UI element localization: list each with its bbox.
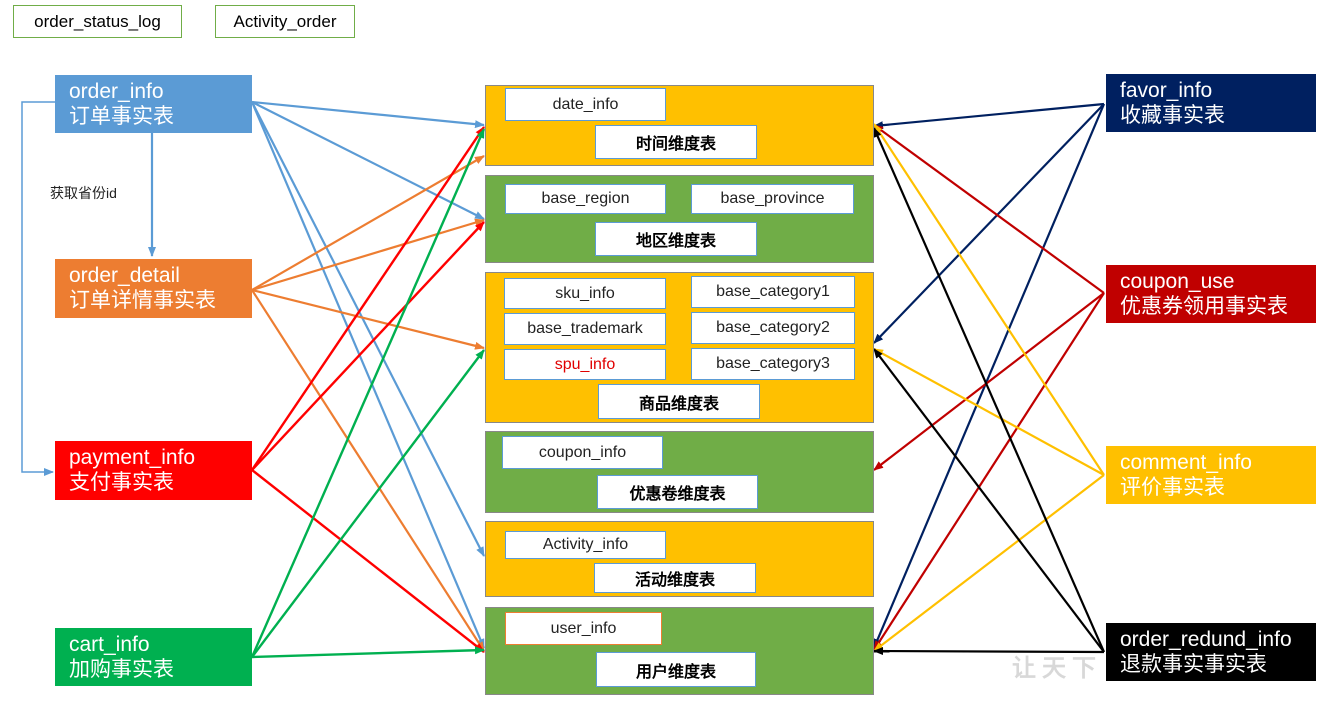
activity-info-table: Activity_info — [505, 531, 666, 559]
coupon-use-fact-table: coupon_use 优惠券领用事实表 — [1106, 265, 1316, 323]
cart-info-name: cart_info — [69, 633, 150, 656]
sku-info-table: sku_info — [504, 278, 666, 309]
favor-info-cn: 收藏事实表 — [1120, 104, 1225, 127]
order-detail-connectors — [251, 155, 485, 652]
coupon-dimension-title: 优惠卷维度表 — [597, 475, 758, 509]
base-category2-table: base_category2 — [691, 312, 855, 344]
base-region-table: base_region — [505, 184, 666, 214]
order-redund-info-fact-table: order_redund_info 退款事实事实表 — [1106, 623, 1316, 681]
order-redund-info-cn: 退款事实事实表 — [1120, 653, 1267, 676]
order-detail-name: order_detail — [69, 264, 180, 287]
order-status-log-box: order_status_log — [13, 5, 182, 38]
comment-info-cn: 评价事实表 — [1120, 476, 1225, 499]
order-redund-info-name: order_redund_info — [1120, 628, 1292, 651]
favor-info-fact-table: favor_info 收藏事实表 — [1106, 74, 1316, 132]
date-info-table: date_info — [505, 88, 666, 121]
comment-info-fact-table: comment_info 评价事实表 — [1106, 446, 1316, 504]
region-dimension-title: 地区维度表 — [595, 222, 757, 256]
order-detail-fact-table: order_detail 订单详情事实表 — [55, 259, 252, 318]
coupon-use-name: coupon_use — [1120, 270, 1235, 293]
favor-info-connectors — [872, 102, 1106, 649]
order-info-cn: 订单事实表 — [69, 105, 174, 128]
coupon-info-table: coupon_info — [502, 436, 663, 469]
time-dimension-title: 时间维度表 — [595, 125, 757, 159]
payment-info-fact-table: payment_info 支付事实表 — [55, 441, 252, 500]
order-info-name: order_info — [69, 80, 164, 103]
base-province-table: base_province — [691, 184, 854, 214]
comment-info-name: comment_info — [1120, 451, 1252, 474]
cart-info-cn: 加购事实表 — [69, 658, 174, 681]
activity-order-box: Activity_order — [215, 5, 355, 38]
base-category3-table: base_category3 — [691, 348, 855, 380]
order-info-connectors — [21, 100, 486, 649]
order-info-fact-table: order_info 订单事实表 — [55, 75, 252, 133]
coupon-use-connectors — [873, 124, 1105, 651]
cart-info-connectors — [250, 128, 486, 659]
order-redund-info-connectors — [872, 127, 1106, 656]
activity-dimension-title: 活动维度表 — [594, 563, 756, 593]
base-trademark-table: base_trademark — [504, 313, 666, 345]
watermark: 让天下 — [1012, 655, 1102, 682]
payment-info-cn: 支付事实表 — [69, 471, 174, 494]
province-id-annotation: 获取省份id — [50, 185, 117, 201]
spu-info-table: spu_info — [504, 349, 666, 380]
order-detail-cn: 订单详情事实表 — [69, 289, 216, 312]
user-dimension-title: 用户维度表 — [596, 652, 756, 687]
favor-info-name: favor_info — [1120, 79, 1213, 102]
product-dimension-title: 商品维度表 — [598, 384, 760, 419]
coupon-use-cn: 优惠券领用事实表 — [1120, 295, 1288, 318]
payment-info-name: payment_info — [69, 446, 196, 469]
base-category1-table: base_category1 — [691, 276, 855, 308]
user-info-table: user_info — [505, 612, 662, 645]
payment-info-connectors — [251, 126, 485, 653]
cart-info-fact-table: cart_info 加购事实表 — [55, 628, 252, 686]
comment-info-connectors — [873, 123, 1105, 652]
